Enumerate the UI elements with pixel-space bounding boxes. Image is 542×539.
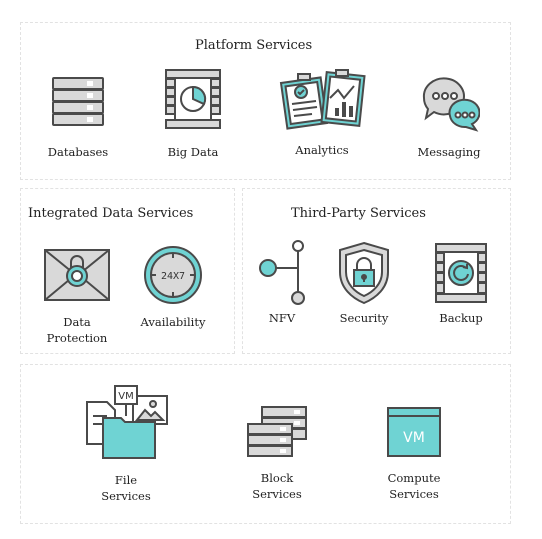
- block-services-label-line2: Services: [252, 487, 302, 501]
- file-services-label: File Services: [80, 472, 172, 504]
- block-storage-stack-icon: [247, 406, 307, 457]
- compute-services-label: Compute Services: [381, 470, 447, 502]
- platform-services-panel: [20, 22, 511, 180]
- databases-item: Databases: [40, 70, 116, 160]
- data-protection-label-line2: Protection: [46, 331, 108, 345]
- file-services-item: VM File Services: [80, 382, 172, 504]
- databases-label: Databases: [47, 145, 109, 159]
- platform-services-title: Platform Services: [195, 38, 313, 53]
- big-data-label: Big Data: [167, 145, 219, 159]
- file-services-label-line2: Services: [101, 489, 151, 503]
- database-stack-icon: [52, 77, 104, 126]
- compute-services-item: VM Compute Services: [381, 404, 447, 502]
- backup-label: Backup: [439, 311, 483, 325]
- data-protection-label-line1: Data: [63, 315, 91, 329]
- big-data-item: Big Data: [155, 66, 231, 160]
- file-folder-vm-icon: VM: [86, 385, 168, 459]
- analytics-item: Analytics: [278, 68, 366, 158]
- shield-lock-icon: [339, 241, 389, 305]
- integrated-data-services-title: Integrated Data Services: [28, 206, 194, 221]
- nfv-item: NFV: [252, 240, 312, 326]
- availability-item: 24X7 Availability: [138, 244, 208, 330]
- block-services-label-line1: Block: [260, 471, 294, 485]
- messaging-item: Messaging: [414, 72, 484, 160]
- backup-server-icon: [435, 243, 487, 303]
- nfv-network-icon: [259, 240, 305, 305]
- storage-compute-panel: [20, 364, 511, 524]
- security-label: Security: [339, 311, 389, 325]
- backup-item: Backup: [430, 240, 492, 326]
- locked-envelope-icon: [44, 249, 110, 301]
- compute-services-vm-badge: VM: [403, 430, 425, 446]
- availability-label: Availability: [140, 315, 206, 329]
- analytics-clipboard-icon: [279, 69, 366, 130]
- data-protection-item: Data Protection: [38, 246, 116, 346]
- analytics-label: Analytics: [295, 143, 349, 157]
- third-party-services-title: Third-Party Services: [291, 206, 426, 221]
- compute-services-label-line2: Services: [389, 487, 439, 501]
- clock-24x7-icon: 24X7: [144, 246, 202, 304]
- messaging-bubbles-icon: [422, 77, 480, 132]
- integrated-data-services-panel: [20, 188, 235, 354]
- compute-services-label-line1: Compute: [387, 471, 441, 485]
- nfv-label: NFV: [268, 311, 296, 325]
- big-data-server-icon: [165, 69, 221, 129]
- data-protection-label: Data Protection: [38, 314, 116, 346]
- file-services-label-line1: File: [114, 473, 138, 487]
- vm-monitor-icon: VM: [387, 407, 441, 457]
- messaging-label: Messaging: [417, 145, 481, 159]
- third-party-services-panel: [242, 188, 511, 354]
- security-item: Security: [333, 240, 395, 326]
- block-services-label: Block Services: [242, 470, 312, 502]
- clock-24x7-badge: 24X7: [161, 271, 185, 282]
- block-services-item: Block Services: [242, 404, 312, 502]
- file-services-vm-badge: VM: [118, 391, 133, 402]
